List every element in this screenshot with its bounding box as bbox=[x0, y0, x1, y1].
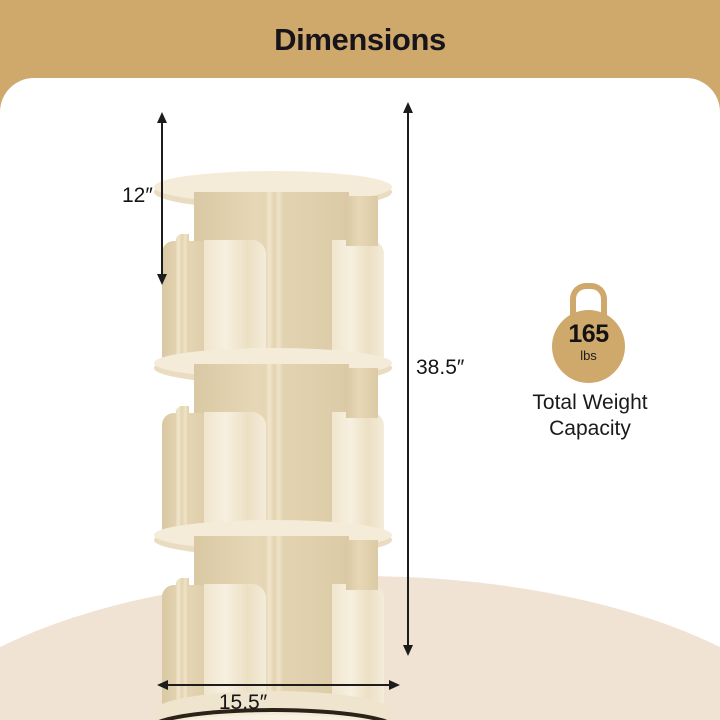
dim-12-line bbox=[161, 118, 163, 277]
weight-caption-line1: Total Weight bbox=[532, 391, 648, 414]
tier2-right-bookend bbox=[332, 412, 384, 540]
tier3-left-fin bbox=[176, 578, 189, 714]
weight-capacity-badge: 165 lbs Total Weight Capacity bbox=[500, 278, 680, 440]
content-panel: 12″ 38.5″ 15.5″ 165 lbs Total Weigh bbox=[0, 78, 720, 720]
tier3-right-bookend bbox=[332, 584, 384, 714]
weight-icon-body bbox=[552, 310, 625, 383]
tier2-right-rear-panel bbox=[346, 368, 378, 418]
weight-icon-handle bbox=[570, 283, 607, 325]
weight-caption-line2: Capacity bbox=[549, 417, 631, 440]
dim-385-label: 38.5″ bbox=[416, 356, 465, 379]
tier2-center-fin bbox=[266, 364, 284, 544]
tier1-left-fin bbox=[176, 234, 189, 370]
tier3-right-rear-panel bbox=[346, 540, 378, 590]
tier3-center-fin bbox=[266, 536, 284, 718]
dim-155-arrow-left bbox=[157, 680, 168, 690]
page-title: Dimensions bbox=[274, 22, 446, 57]
dim-12-arrow-bottom bbox=[157, 274, 167, 285]
weight-unit: lbs bbox=[580, 348, 597, 363]
dim-12-arrow-top bbox=[157, 112, 167, 123]
dim-385-line bbox=[407, 108, 409, 648]
dim-155-arrow-right bbox=[389, 680, 400, 690]
dim-155-line bbox=[163, 684, 391, 686]
tier1-right-rear-panel bbox=[346, 196, 378, 246]
rotating-bookshelf-illustration bbox=[150, 166, 400, 720]
tier1-right-bookend bbox=[332, 240, 384, 368]
dim-12-label: 12″ bbox=[122, 184, 153, 207]
dim-385-arrow-top bbox=[403, 102, 413, 113]
tier1-center-fin bbox=[266, 192, 284, 372]
base-lower-disc-highlight bbox=[156, 715, 390, 720]
weight-caption: Total Weight Capacity bbox=[500, 390, 680, 442]
tier2-left-fin bbox=[176, 406, 189, 542]
weight-value: 165 bbox=[568, 320, 609, 348]
weight-icon: 165 lbs bbox=[500, 278, 680, 388]
dim-155-label: 15.5″ bbox=[218, 691, 268, 714]
dim-385-arrow-bottom bbox=[403, 645, 413, 656]
